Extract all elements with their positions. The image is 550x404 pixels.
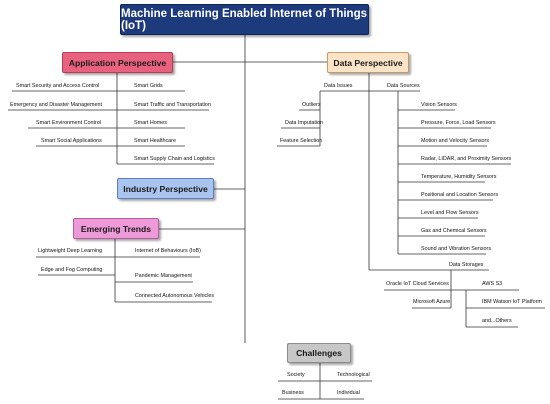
application-left-item: Smart Social Applications: [41, 138, 102, 144]
data-issue-item: Feature Selection: [280, 138, 323, 144]
application-right-item: Smart Healthcare: [134, 138, 176, 144]
application-right-item: Smart Grids: [134, 83, 163, 89]
data-issue-item: Data Imputation: [285, 120, 324, 126]
data-storage-item: Oracle IoT Cloud Services: [386, 281, 449, 287]
root-node: Machine Learning Enabled Internet of Thi…: [120, 4, 369, 35]
challenge-item: Society: [287, 372, 305, 378]
application-left-item: Smart Environment Control: [36, 120, 102, 126]
challenges-node: Challenges: [287, 343, 351, 363]
challenge-item: Business: [282, 390, 304, 396]
data-perspective-node: Data Perspective: [327, 52, 409, 73]
emerging-left-item: Edge and Fog Computing: [41, 267, 103, 273]
application-left-item: Smart Security and Access Control: [16, 83, 100, 89]
challenge-item: Individual: [337, 390, 360, 396]
data-storage-item: Microsoft Azure: [413, 299, 451, 305]
data-storages-label: Data Storages: [449, 262, 484, 268]
data-storage-item: and...Others: [482, 318, 512, 324]
data-source-item: Temperature, Humidity Sensors: [421, 174, 497, 180]
industry-perspective-node: Industry Perspective: [117, 178, 214, 199]
data-source-item: Positional and Location Sensors: [421, 192, 499, 198]
data-source-item: Vision Sensors: [421, 102, 457, 108]
data-source-item: Motion and Velocity Sensors: [421, 138, 490, 144]
data-storage-item: AWS S3: [482, 281, 503, 287]
data-source-item: Radar, LIDAR, and Proximity Sensors: [421, 156, 512, 162]
data-source-item: Pressure, Force, Load Sensors: [421, 120, 496, 126]
application-right-item: Smart Traffic and Transportation: [134, 102, 211, 108]
emerging-trends-node: Emerging Trends: [73, 218, 159, 239]
emerging-right-item: Connected Autonomous Vehicles: [135, 293, 215, 299]
application-perspective-node: Application Perspective: [62, 52, 173, 73]
application-right-item: Smart Homes: [134, 120, 167, 126]
challenge-item: Technological: [337, 372, 370, 378]
application-right-item: Smart Supply Chain and Logistics: [134, 156, 215, 162]
emerging-right-item: Pandemic Management: [135, 273, 192, 279]
data-sources-label: Data Sources: [387, 83, 420, 89]
data-storage-item: IBM Watson IoT Platform: [482, 299, 542, 305]
application-left-item: Emergency and Disaster Management: [10, 102, 102, 108]
data-issues-label: Data Issues: [324, 83, 353, 89]
data-source-item: Gas and Chemical Sensors: [421, 228, 487, 234]
data-source-item: Level and Flow Sensors: [421, 210, 479, 216]
emerging-right-item: Internet of Behaviours (IoB): [135, 248, 201, 254]
emerging-left-item: Lightweight Deep Learning: [38, 248, 103, 254]
data-issue-item: Outliers: [302, 102, 321, 108]
data-source-item: Sound and Vibration Sensors: [421, 246, 492, 252]
